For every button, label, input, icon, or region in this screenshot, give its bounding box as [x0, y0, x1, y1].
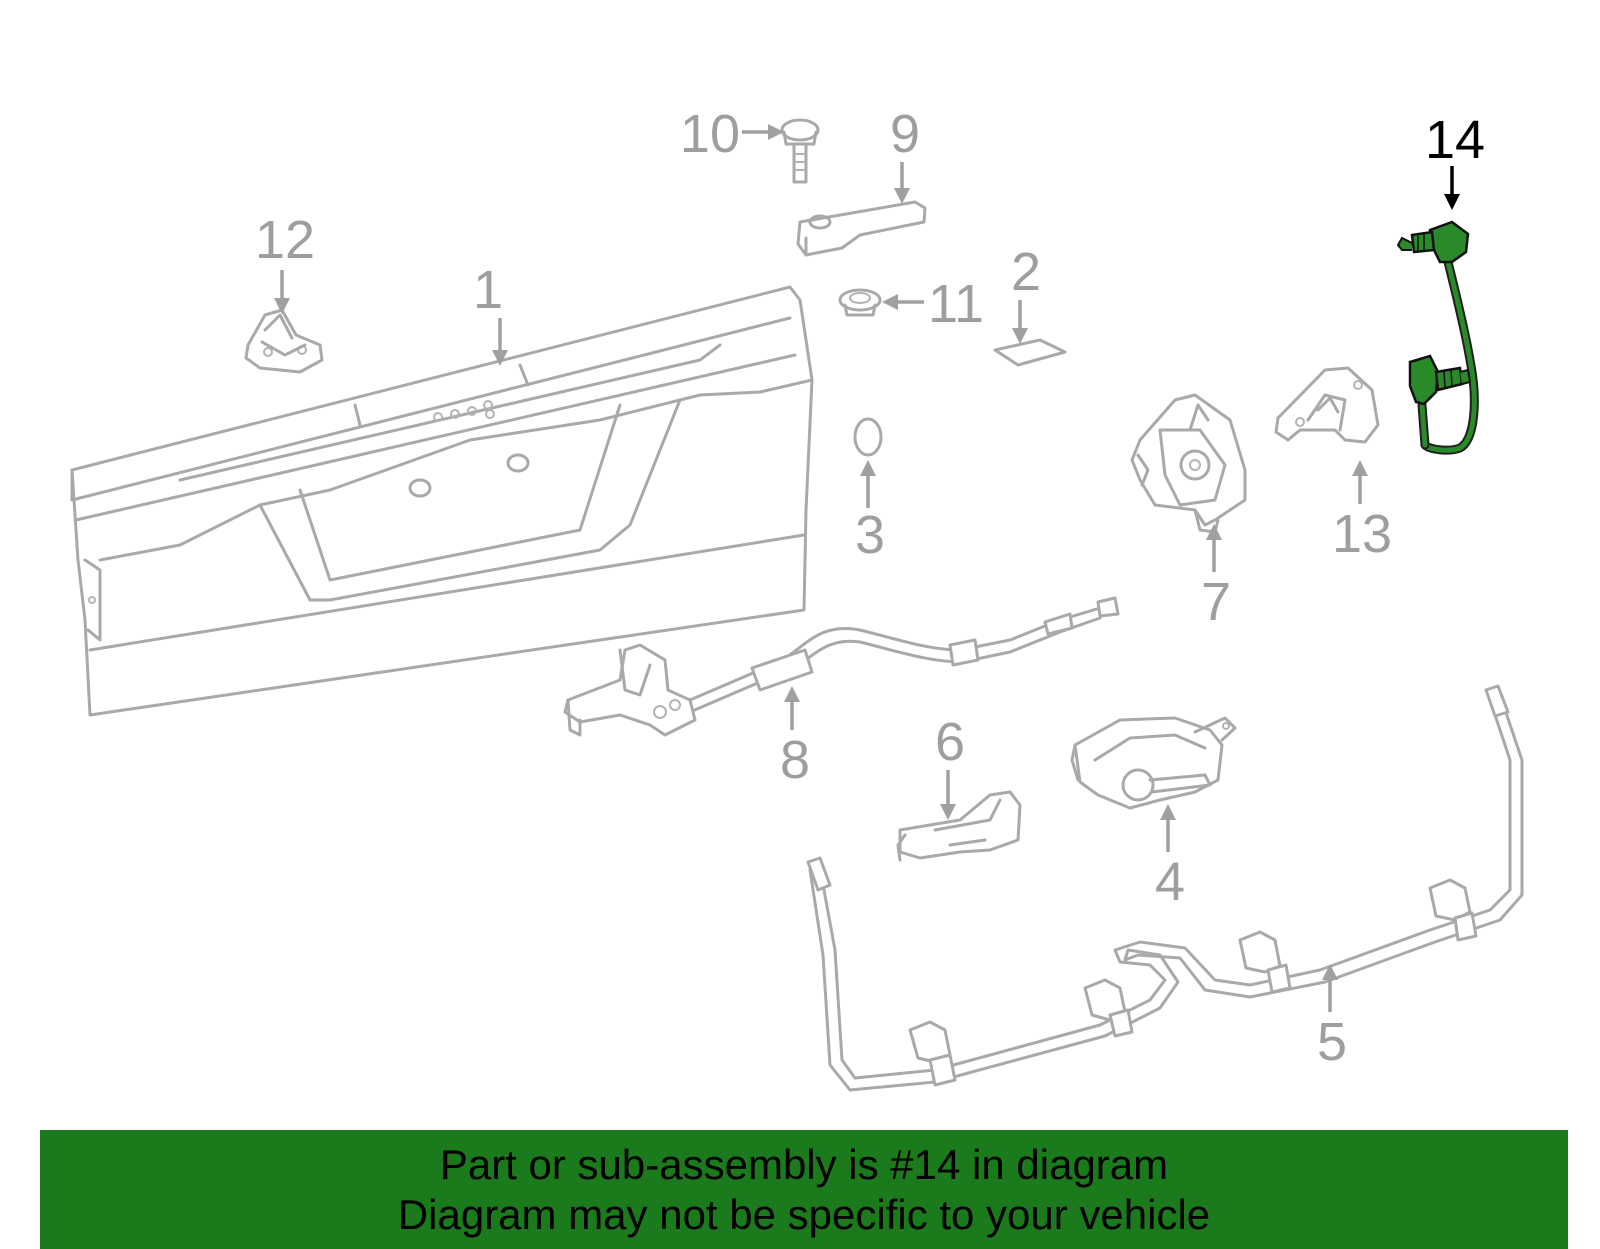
part-9-handle[interactable]: [796, 200, 927, 257]
svg-text:10: 10: [680, 104, 740, 164]
callout-14-highlighted: 14: [1425, 110, 1485, 210]
svg-text:7: 7: [1201, 572, 1231, 632]
callout-2: 2: [1011, 242, 1041, 344]
callout-8: 8: [780, 686, 810, 790]
callout-6: 6: [935, 712, 965, 820]
svg-text:5: 5: [1317, 1012, 1347, 1072]
part-5-wiring-harness[interactable]: [806, 684, 1524, 1092]
callout-7: 7: [1201, 524, 1231, 632]
part-13-striker[interactable]: [1274, 366, 1380, 444]
svg-text:14: 14: [1425, 110, 1485, 170]
callout-4: 4: [1155, 804, 1185, 912]
callout-11: 11: [882, 274, 984, 334]
svg-text:2: 2: [1011, 242, 1041, 302]
svg-text:3: 3: [855, 505, 885, 565]
part-2-pad[interactable]: [993, 338, 1067, 367]
svg-text:1: 1: [473, 260, 503, 320]
callout-13: 13: [1332, 460, 1392, 564]
part-10-bolt[interactable]: [780, 118, 820, 184]
part-8-release-cable[interactable]: [563, 596, 1120, 737]
banner-line-1: Part or sub-assembly is #14 in diagram: [439, 1141, 1169, 1188]
svg-text:6: 6: [935, 712, 965, 772]
callout-3: 3: [855, 460, 885, 565]
part-4-actuator[interactable]: [1070, 716, 1237, 810]
part-3-ring[interactable]: [853, 417, 883, 457]
svg-text:4: 4: [1155, 852, 1185, 912]
banner-line-2: Diagram may not be specific to your vehi…: [397, 1191, 1211, 1238]
svg-text:13: 13: [1332, 504, 1392, 564]
part-14-cable-highlighted[interactable]: [1396, 220, 1479, 455]
callout-1: 1: [473, 260, 508, 366]
parts-diagram: 1 2 3 4 5 6 7 8 9 10: [70, 104, 1524, 1092]
part-6-bracket[interactable]: [896, 790, 1022, 862]
callout-10: 10: [680, 104, 784, 164]
callout-5: 5: [1317, 964, 1347, 1072]
part-11-grommet[interactable]: [838, 288, 882, 317]
callout-9: 9: [890, 104, 920, 204]
callout-12: 12: [255, 210, 315, 314]
part-12-bracket[interactable]: [244, 308, 324, 374]
svg-text:12: 12: [255, 210, 315, 270]
info-banner: Part or sub-assembly is #14 in diagram D…: [40, 1130, 1568, 1249]
part-1-liftgate-panel[interactable]: [70, 285, 814, 717]
svg-text:8: 8: [780, 730, 810, 790]
part-7-latch[interactable]: [1130, 393, 1247, 534]
svg-text:9: 9: [890, 104, 920, 164]
svg-text:11: 11: [928, 274, 984, 334]
